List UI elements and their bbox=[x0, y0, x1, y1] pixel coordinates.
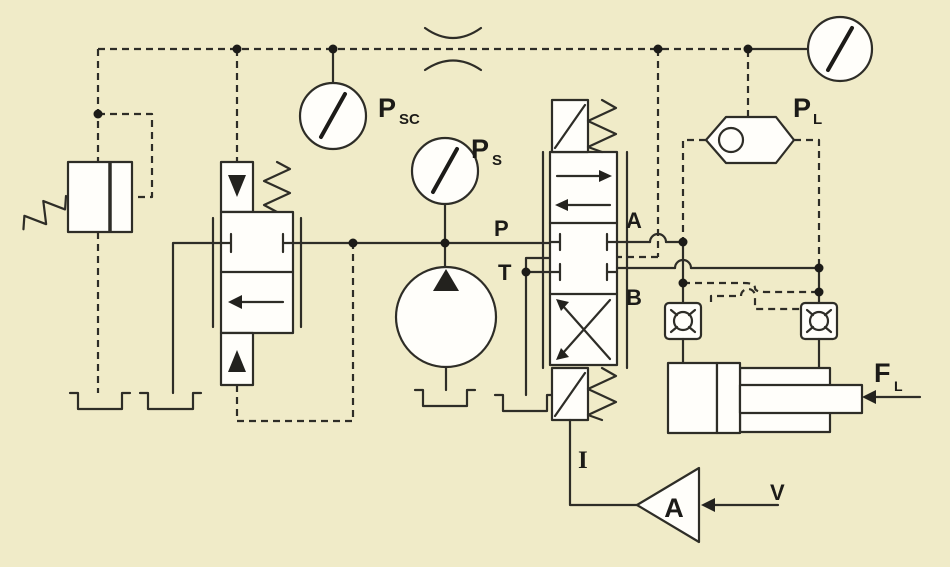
pump-flow-arrow-icon bbox=[433, 269, 459, 291]
work-lines: A B bbox=[615, 208, 821, 310]
port-a-label: A bbox=[626, 208, 642, 233]
force-arrow-icon bbox=[862, 390, 876, 404]
orifice-restrictor-icon bbox=[423, 26, 483, 72]
pilot-arrow-up-icon bbox=[228, 350, 246, 372]
voltage-signal-label: V bbox=[770, 480, 785, 505]
pressure-compensator-valve bbox=[138, 49, 355, 423]
check-valve-right bbox=[799, 301, 839, 370]
pilot-cross-lines bbox=[683, 281, 819, 311]
port-p-label: P bbox=[494, 216, 509, 241]
load-force: F L bbox=[862, 358, 922, 404]
gauge-pl: P L bbox=[746, 15, 874, 128]
pilot-relief-valve bbox=[22, 49, 154, 411]
tank-return: T bbox=[493, 256, 557, 413]
amplifier-label: A bbox=[664, 493, 684, 523]
cylinder-cap-end bbox=[666, 361, 719, 435]
amplifier: I A V bbox=[568, 418, 785, 544]
amplifier-icon bbox=[635, 466, 701, 544]
spring-icon bbox=[262, 160, 292, 214]
tank-icon bbox=[138, 391, 203, 411]
gauge-ps: P S bbox=[410, 134, 502, 245]
current-signal-label: I bbox=[578, 447, 588, 474]
shuttle-ball-icon bbox=[717, 126, 745, 154]
gauge-psc-label: P bbox=[378, 93, 396, 123]
pilot-arrow-down-icon bbox=[228, 175, 246, 197]
gauge-psc: P SC bbox=[298, 47, 420, 151]
gauge-pl-label: P bbox=[793, 93, 811, 123]
spring-icon bbox=[586, 98, 618, 154]
gauge-ps-label: P bbox=[471, 134, 489, 164]
pump bbox=[394, 241, 498, 408]
load-force-sub: L bbox=[894, 378, 903, 394]
tank-icon bbox=[68, 391, 132, 411]
tank-icon bbox=[413, 388, 477, 408]
gauge-pl-sub: L bbox=[813, 111, 822, 128]
spring-icon bbox=[586, 366, 618, 422]
tank-icon bbox=[493, 393, 557, 413]
gauge-psc-sub: SC bbox=[399, 111, 420, 128]
load-force-label: F bbox=[874, 358, 891, 388]
input-arrow-icon bbox=[701, 498, 715, 512]
spring-icon bbox=[22, 194, 68, 231]
port-b-label: B bbox=[626, 285, 642, 310]
cylinder bbox=[666, 361, 864, 435]
gauge-ps-sub: S bbox=[492, 152, 502, 169]
cylinder-piston bbox=[715, 361, 742, 435]
junction-dots bbox=[232, 44, 824, 297]
port-t-label: T bbox=[498, 260, 512, 285]
proportional-valve bbox=[541, 49, 660, 422]
cylinder-rod bbox=[738, 383, 864, 415]
shuttle-valve bbox=[681, 49, 821, 268]
check-valve-left bbox=[663, 301, 703, 365]
